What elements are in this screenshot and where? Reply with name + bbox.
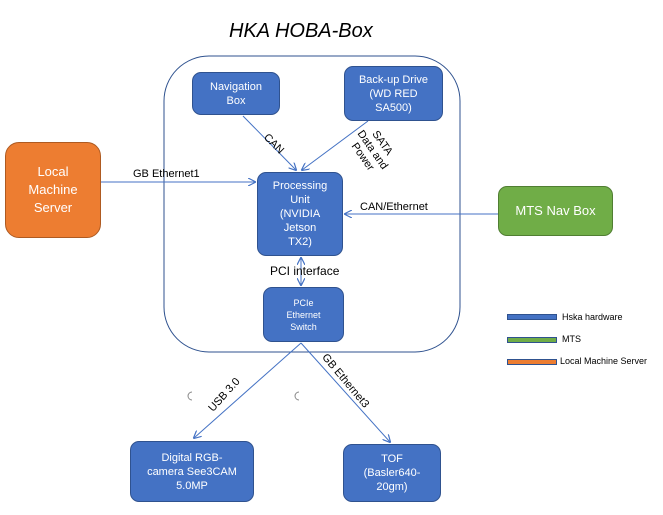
legend-swatch-hska — [507, 314, 557, 320]
hoba-box-frame — [163, 55, 461, 353]
legend-label-local: Local Machine Server — [560, 356, 648, 366]
gb-ethernet1-label: GB Ethernet1 — [133, 168, 200, 180]
legend-swatch-local — [507, 359, 557, 365]
diagram-title: HKA HOBA-Box — [229, 20, 373, 42]
tof-camera: TOF (Basler640- 20gm) — [343, 444, 441, 502]
navigation-box: Navigation Box — [192, 72, 280, 115]
legend-label-hska: Hska hardware — [562, 312, 623, 322]
can-ethernet-label: CAN/Ethernet — [360, 201, 428, 213]
artifact-mark — [187, 391, 193, 401]
can-line — [242, 115, 296, 170]
mts-nav-box: MTS Nav Box — [498, 186, 613, 236]
legend-label-mts: MTS — [562, 334, 581, 344]
sata-line — [302, 120, 369, 170]
legend-swatch-mts — [507, 337, 557, 343]
pci-interface-label: PCI interface — [270, 264, 340, 278]
rgb-camera: Digital RGB- camera See3CAM 5.0MP — [130, 441, 254, 502]
pcie-switch: PCIe Ethernet Switch — [263, 287, 344, 342]
gb-eth3-line — [300, 342, 390, 442]
artifact-mark — [294, 391, 300, 401]
backup-drive: Back-up Drive (WD RED SA500) — [344, 66, 443, 121]
usb-line — [194, 342, 302, 438]
local-machine-server: Local Machine Server — [5, 142, 101, 238]
processing-unit: Processing Unit (NVIDIA Jetson TX2) — [257, 172, 343, 256]
